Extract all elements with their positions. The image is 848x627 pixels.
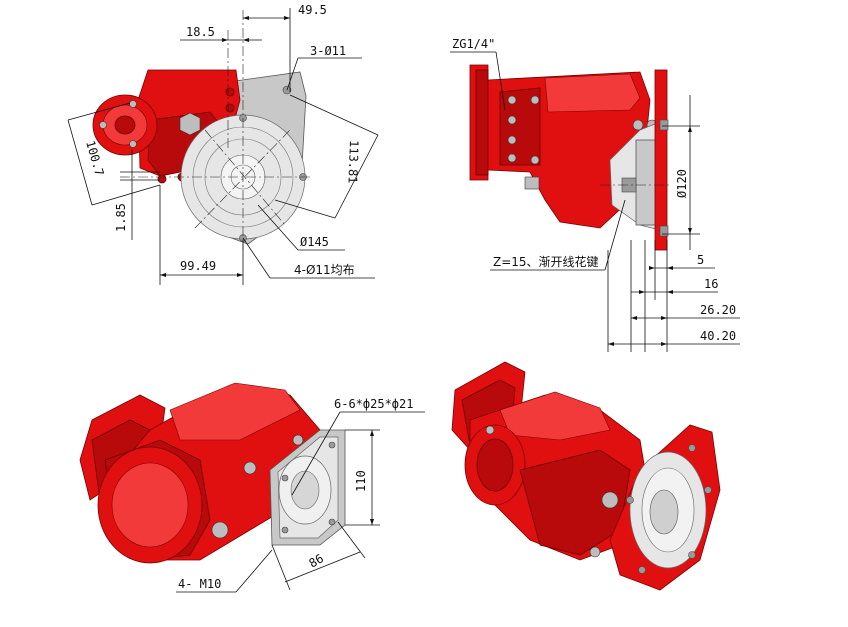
- isometric-view-right: [451, 361, 721, 591]
- dim-d120: Ø120: [675, 169, 689, 198]
- side-view: [469, 64, 670, 251]
- dim-26-20: 26.20: [700, 303, 736, 317]
- dim-d145: Ø145: [300, 235, 329, 249]
- dim-110: 110: [354, 470, 368, 492]
- front-view: [92, 10, 310, 250]
- dim-49-5: 49.5: [298, 3, 327, 17]
- dim-99-49: 99.49: [180, 259, 216, 273]
- dim-spline: Z=15、渐开线花键: [493, 254, 599, 269]
- dim-113-81: 113.81: [345, 140, 361, 184]
- front-view-dimensions: 49.5 18.5 3-Ø11 100.7 113.81 1.85 99.49 …: [67, 3, 379, 285]
- isometric-view-left-dimensions: 6-6*ф25*ф21 110 86 4- M10: [176, 397, 425, 593]
- dim-18-5: 18.5: [186, 25, 215, 39]
- dim-holes: 6-6*ф25*ф21: [334, 397, 413, 411]
- dim-5: 5: [697, 253, 704, 267]
- dim-m10: 4- M10: [178, 577, 221, 591]
- dim-4-holes: 4-Ø11均布: [294, 263, 355, 277]
- side-view-dimensions: ZG1/4" Ø120 Z=15、渐开线花键 5 16 26.20 40.20: [450, 37, 740, 352]
- dim-86: 86: [307, 551, 327, 570]
- dim-1-85: 1.85: [114, 203, 128, 232]
- dim-3-holes: 3-Ø11: [310, 44, 346, 58]
- isometric-view-left: [79, 382, 346, 564]
- dim-zg: ZG1/4": [452, 37, 495, 51]
- dim-40-20: 40.20: [700, 329, 736, 343]
- dim-16: 16: [704, 277, 718, 291]
